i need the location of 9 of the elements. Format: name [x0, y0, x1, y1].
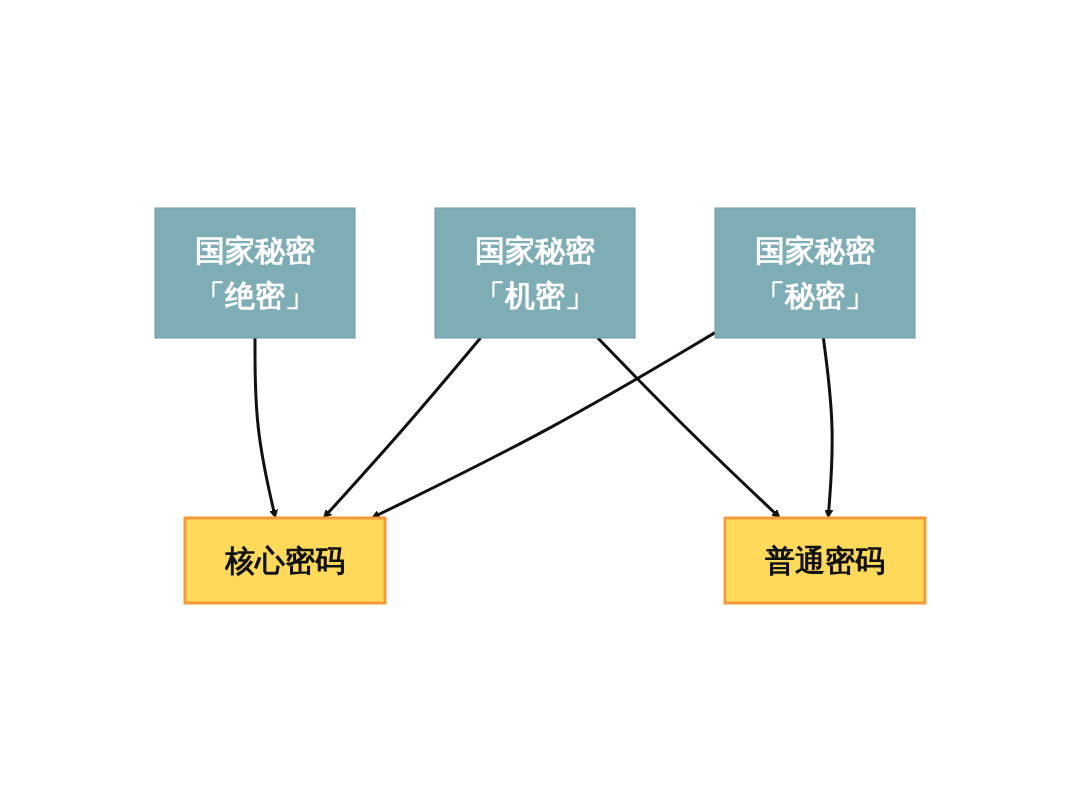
node-box: 国家秘密 「绝密」 — [154, 207, 356, 338]
arrow — [323, 336, 482, 518]
arrow — [253, 337, 278, 518]
node-box: 国家秘密 「机密」 — [434, 207, 636, 338]
node-box: 普通密码 — [723, 516, 927, 604]
arrow — [371, 330, 716, 518]
arrow — [821, 337, 834, 518]
arrow — [596, 336, 781, 518]
node-box: 国家秘密 「秘密」 — [714, 207, 916, 338]
